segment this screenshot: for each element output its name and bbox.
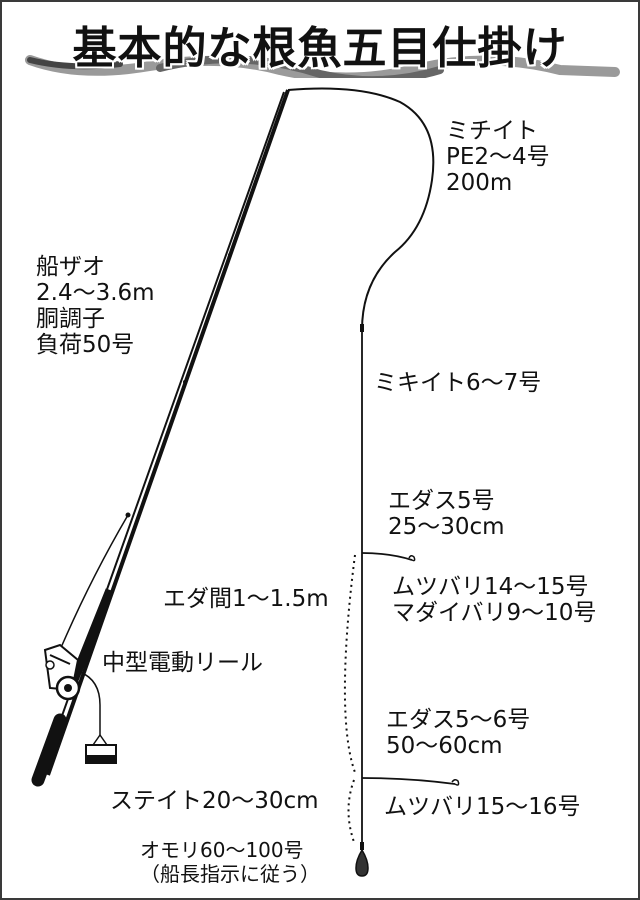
upper-hooks-line2: マダイバリ9～10号	[392, 600, 597, 626]
branch-spacing-label: エダ間1～1.5m	[163, 586, 329, 612]
rod-load: 負荷50号	[36, 332, 135, 358]
upper-hooks-line1: ムツバリ14～15号	[392, 574, 589, 600]
reel-label: 中型電動リール	[102, 650, 263, 676]
main-line-spec: PE2～4号	[446, 144, 550, 170]
rod-name: 船ザオ	[36, 254, 105, 280]
sinker-note: （船長指示に従う）	[140, 862, 320, 886]
upper-branch-label: エダス5号 25～30cm	[388, 488, 505, 540]
sinker-leader-label: ステイト20～30cm	[110, 788, 319, 814]
trunk-line-label: ミキイト6～7号	[374, 370, 542, 396]
lower-branch-drawing	[361, 777, 460, 786]
sinker-leader-indicator	[347, 779, 355, 843]
lower-branch-label: エダス5～6号 50～60cm	[386, 707, 530, 759]
main-line	[287, 87, 435, 331]
upper-hooks-label: ムツバリ14～15号 マダイバリ9～10号	[392, 574, 596, 626]
rod-label: 船ザオ 2.4～3.6m 胴調子 負荷50号	[36, 254, 155, 358]
upper-branch-name: エダス5号	[388, 488, 495, 514]
title-banner: 基本的な根魚五目仕掛け	[20, 8, 620, 78]
branch-spacing-indicator	[343, 554, 357, 776]
sinker-weight: オモリ60～100号	[140, 838, 304, 862]
lower-branch-name: エダス5～6号	[386, 707, 531, 733]
lower-hook-label: ムツバリ15～16号	[384, 794, 581, 820]
page-title: 基本的な根魚五目仕掛け	[72, 23, 568, 74]
main-line-name: ミチイト	[446, 118, 538, 144]
sinker-label: オモリ60～100号 （船長指示に従う）	[140, 838, 320, 886]
rod-drawing	[31, 89, 290, 787]
reel-drawing	[43, 643, 117, 764]
rod-length: 2.4～3.6m	[36, 280, 155, 306]
main-line-length: 200m	[446, 170, 513, 196]
upper-branch-length: 25～30cm	[388, 514, 505, 540]
lower-branch-length: 50～60cm	[386, 733, 503, 759]
sinker-drawing	[355, 842, 369, 877]
rod-action: 胴調子	[36, 306, 105, 332]
upper-branch-drawing	[361, 552, 416, 562]
main-line-label: ミチイト PE2～4号 200m	[446, 118, 550, 196]
swivel	[360, 324, 364, 332]
title-swoosh-decoration	[25, 55, 620, 78]
